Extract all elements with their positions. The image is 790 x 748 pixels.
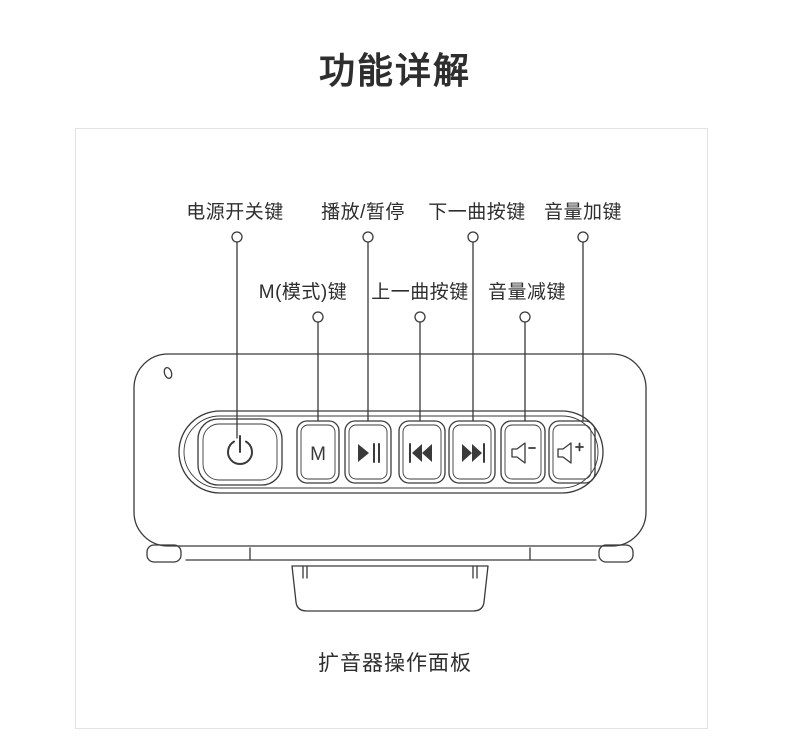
device-body: [133, 353, 647, 547]
volume-down-button: [500, 420, 546, 484]
control-panel: [178, 410, 604, 494]
label-volume-down: 音量减键: [487, 282, 567, 303]
callout-volume-down: [519, 311, 531, 422]
next-track-icon: [462, 443, 485, 463]
label-next-track: 下一曲按键: [428, 202, 526, 223]
mode-m-icon: M: [310, 444, 326, 465]
previous-track-button: [398, 420, 446, 484]
label-mode-key: M(模式)键: [258, 282, 348, 303]
power-icon: [227, 435, 253, 465]
label-play-pause: 播放/暂停: [321, 202, 405, 223]
mount-bracket: [291, 565, 489, 612]
volume-down-icon: [511, 442, 536, 464]
diagram-frame: [75, 128, 708, 729]
label-power-switch: 电源开关键: [186, 202, 284, 223]
diagram-caption: 扩音器操作面板: [318, 652, 472, 675]
power-button: [197, 418, 283, 486]
volume-up-button: [548, 420, 596, 484]
label-prev-track: 上一曲按键: [371, 282, 469, 303]
callout-power: [231, 231, 243, 439]
label-volume-up: 音量加键: [543, 202, 623, 223]
callout-play-pause: [362, 231, 374, 422]
next-track-button: [448, 420, 496, 484]
previous-track-icon: [409, 443, 432, 463]
callout-prev-track: [414, 311, 426, 422]
play-pause-button: [344, 420, 392, 484]
callout-mode: [312, 311, 324, 422]
callout-next-track: [467, 231, 479, 422]
volume-up-icon: [557, 442, 584, 464]
mode-button: M: [296, 420, 340, 484]
callout-volume-up: [577, 231, 589, 422]
page-title: 功能详解: [318, 50, 471, 91]
device-base: [146, 544, 634, 612]
play-pause-icon: [358, 443, 380, 463]
